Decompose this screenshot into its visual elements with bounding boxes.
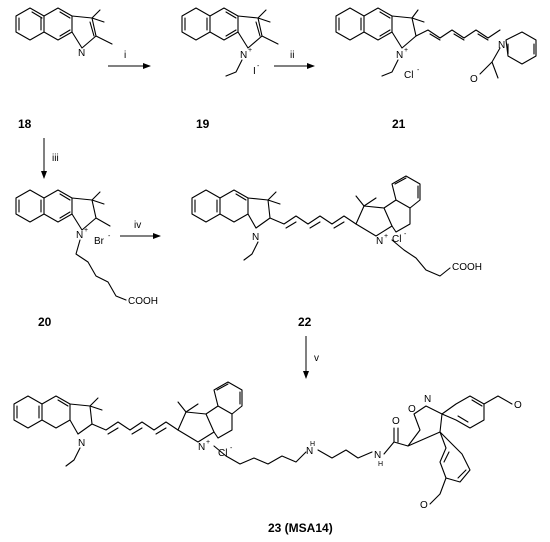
atom-n-amine-23: N bbox=[306, 446, 313, 457]
atom-n-right-23: N bbox=[198, 442, 205, 453]
compound-20-label: 20 bbox=[38, 315, 52, 329]
arrow-step-iv: iv bbox=[120, 220, 161, 239]
charge-minus-21: - bbox=[417, 67, 420, 74]
atom-o-methoxy-bottom-23: O bbox=[420, 500, 428, 511]
counterion-chloride-21: Cl bbox=[404, 70, 413, 81]
atom-o-isoxazole-23: O bbox=[408, 404, 416, 415]
atom-n-18: N bbox=[78, 48, 85, 59]
charge-plus-23: + bbox=[206, 439, 210, 446]
charge-plus-21: + bbox=[404, 47, 408, 54]
arrow-step-i: i bbox=[108, 50, 151, 69]
compound-19-label: 19 bbox=[196, 117, 210, 131]
atom-n-left-23: N bbox=[78, 438, 85, 449]
compound-22-label: 22 bbox=[298, 315, 312, 329]
arrow-step-ii: ii bbox=[274, 50, 315, 69]
compound-18-label: 18 bbox=[18, 117, 32, 131]
atom-n-isoxazole-23: N bbox=[424, 394, 431, 405]
atom-n-right-22: N bbox=[376, 236, 383, 247]
atom-n-left-22: N bbox=[252, 232, 259, 243]
charge-minus-23: - bbox=[230, 445, 233, 452]
atom-h-amide-23: H bbox=[378, 461, 383, 468]
compound-23-label: 23 (MSA14) bbox=[268, 521, 333, 535]
atom-o-21: O bbox=[470, 74, 478, 85]
step-iii-label: iii bbox=[52, 153, 59, 164]
acid-group-22: COOH bbox=[452, 262, 482, 273]
atom-n-amide-23: N bbox=[374, 450, 381, 461]
acid-group-20: COOH bbox=[128, 296, 158, 307]
step-i-label: i bbox=[124, 50, 126, 61]
compound-18-structure: N 18 bbox=[15, 7, 113, 131]
arrow-step-iii: iii bbox=[41, 138, 59, 179]
counterion-bromide-20: Br bbox=[94, 236, 105, 247]
compound-21-structure: N + Cl - N O 21 bbox=[335, 7, 537, 131]
charge-minus-19: - bbox=[257, 63, 260, 70]
charge-minus-22: - bbox=[404, 231, 407, 238]
step-ii-label: ii bbox=[290, 50, 294, 61]
step-iv-label: iv bbox=[134, 220, 141, 231]
atom-n-19: N bbox=[240, 50, 247, 61]
atom-n-21: N bbox=[396, 50, 403, 61]
compound-19-structure: N + I - 19 bbox=[181, 7, 279, 131]
atom-o-methoxy-top-23: O bbox=[514, 400, 522, 411]
charge-minus-20: - bbox=[108, 233, 111, 240]
atom-n-20: N bbox=[76, 230, 83, 241]
counterion-chloride-22: Cl bbox=[392, 234, 401, 245]
step-v-label: v bbox=[314, 353, 319, 364]
compound-20-structure: N + Br - COOH 20 bbox=[15, 189, 158, 329]
counterion-iodide-19: I bbox=[253, 66, 256, 77]
arrow-step-v: v bbox=[303, 336, 319, 379]
charge-plus-19: + bbox=[248, 47, 252, 54]
compound-23-structure: N N + Cl - N H N H O O N O O 23 (MSA14) bbox=[13, 381, 522, 535]
atom-h-amine-23: H bbox=[310, 441, 315, 448]
charge-plus-22: + bbox=[384, 233, 388, 240]
counterion-chloride-23: Cl bbox=[218, 448, 227, 459]
charge-plus-20: + bbox=[84, 227, 88, 234]
atom-n-amide-21: N bbox=[498, 40, 505, 51]
compound-21-label: 21 bbox=[392, 117, 406, 131]
compound-22-structure: N N + Cl - COOH 22 bbox=[191, 175, 482, 329]
atom-o-amide-23: O bbox=[392, 416, 400, 427]
